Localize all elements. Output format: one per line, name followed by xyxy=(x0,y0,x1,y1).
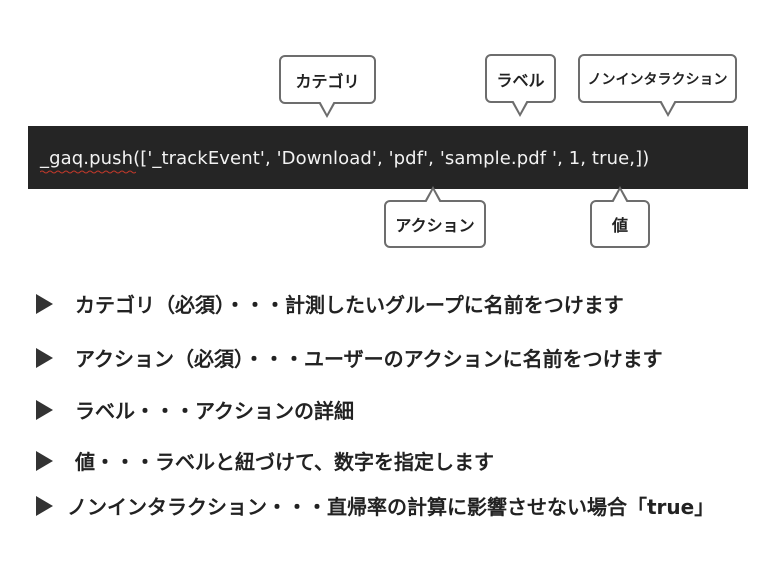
triangle-bullet-icon xyxy=(36,347,53,368)
triangle-bullet-icon xyxy=(36,293,53,314)
list-item: 値・・・ラベルと紐づけて、数字を指定します xyxy=(36,446,494,475)
callout-value-pointer-fill xyxy=(613,190,627,203)
list-item: カテゴリ（必須）・・・計測したいグループに名前をつけます xyxy=(36,289,624,318)
callout-action-label: アクション xyxy=(395,216,475,235)
code-bar xyxy=(28,126,748,189)
callout-category-pointer-fill xyxy=(320,101,334,114)
callout-label: ラベル xyxy=(485,54,556,103)
callout-noninteraction-label: ノンインタラクション xyxy=(587,71,728,88)
list-item-text: カテゴリ（必須）・・・計測したいグループに名前をつけます xyxy=(75,293,624,317)
callout-category-label: カテゴリ xyxy=(295,71,360,91)
callout-action: アクション xyxy=(384,200,486,248)
list-item-text: ラベル・・・アクションの詳細 xyxy=(75,399,354,423)
list-item-text: 値・・・ラベルと紐づけて、数字を指定します xyxy=(75,450,494,474)
triangle-bullet-icon xyxy=(36,450,53,471)
callout-value-label: 値 xyxy=(611,216,628,235)
spellcheck-underline xyxy=(40,170,136,174)
list-item-text: ノンインタラクション・・・直帰率の計算に影響させない場合「true」 xyxy=(67,495,715,519)
triangle-bullet-icon xyxy=(36,399,53,420)
list-item: アクション（必須）・・・ユーザーのアクションに名前をつけます xyxy=(36,343,663,372)
callout-action-pointer-fill xyxy=(426,190,440,203)
callout-label-label: ラベル xyxy=(496,70,545,90)
triangle-bullet-icon xyxy=(36,495,53,516)
callout-noninteraction-pointer-fill xyxy=(661,100,675,113)
callout-label-pointer-fill xyxy=(513,100,527,113)
list-item: ラベル・・・アクションの詳細 xyxy=(36,395,354,424)
list-item-text: アクション（必須）・・・ユーザーのアクションに名前をつけます xyxy=(75,347,663,371)
callout-noninteraction: ノンインタラクション xyxy=(578,54,737,103)
list-item: ノンインタラクション・・・直帰率の計算に影響させない場合「true」 xyxy=(36,491,714,520)
callout-value: 値 xyxy=(590,200,650,248)
code-line: _gaq.push(['_trackEvent', 'Download', 'p… xyxy=(40,148,650,169)
callout-category: カテゴリ xyxy=(279,55,376,104)
